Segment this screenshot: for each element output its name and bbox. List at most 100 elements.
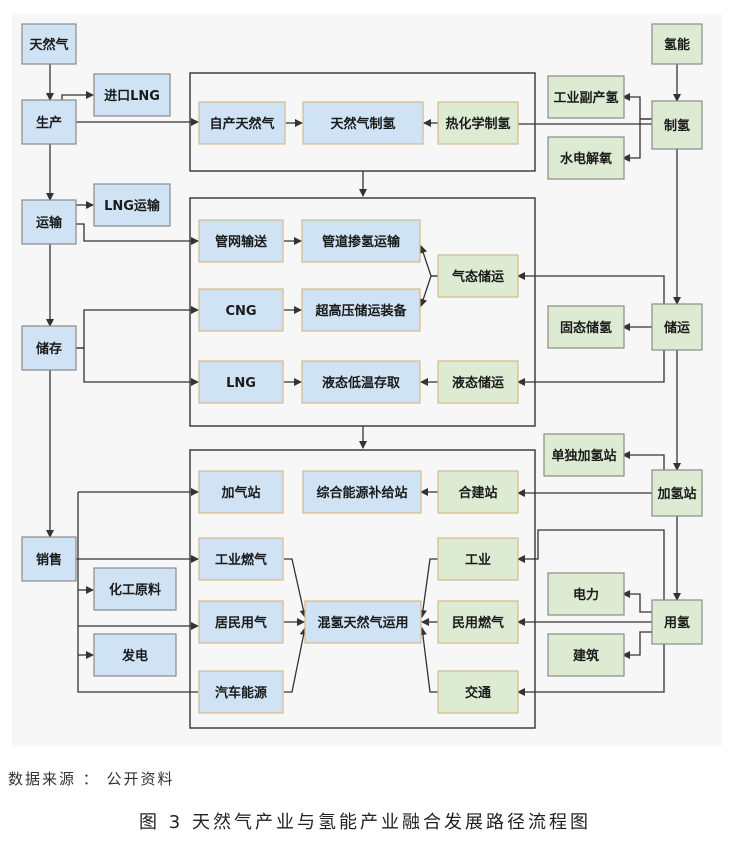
node-pipeline-blend-label: 管道掺氢运输 <box>322 234 401 250</box>
node-lng: LNG <box>198 360 284 404</box>
node-sales-label: 销售 <box>36 552 62 568</box>
node-standalone-station: 单独加氢站 <box>543 433 625 477</box>
edge-vehicle-blended <box>284 627 308 693</box>
node-construction-label: 建筑 <box>573 648 599 664</box>
node-hydrogen-use-label: 用氢 <box>663 615 690 631</box>
node-gas-to-hydrogen-label: 天然气制氢 <box>330 116 395 132</box>
edge-indfuel-blended <box>284 558 308 618</box>
node-production: 生产 <box>21 99 77 145</box>
node-co-built-station-label: 合建站 <box>458 485 497 501</box>
node-industrial-byproduct-h2-label: 工业副产氢 <box>553 90 618 106</box>
node-solid-storage: 固态储氢 <box>547 305 625 349</box>
node-gas-to-hydrogen: 天然气制氢 <box>302 101 424 145</box>
node-pipeline-network-label: 管网输送 <box>215 234 268 250</box>
node-storage: 储存 <box>21 325 77 371</box>
node-chemical-feedstock-label: 化工原料 <box>109 582 161 598</box>
node-industrial-fuel-label: 工业燃气 <box>215 552 267 568</box>
node-ultra-high-pressure: 超高压储运装备 <box>301 288 421 332</box>
node-import-lng-label: 进口LNG <box>104 89 160 104</box>
node-liquid-transport-label: 液态储运 <box>452 375 504 391</box>
node-civil-gas-label: 民用燃气 <box>452 615 504 631</box>
node-solid-storage-label: 固态储氢 <box>560 320 612 336</box>
node-industrial-byproduct-h2: 工业副产氢 <box>547 75 625 119</box>
edge-industry-blended <box>418 558 438 618</box>
node-storage-transport: 储运 <box>651 303 703 351</box>
node-industry: 工业 <box>437 537 519 581</box>
edge-use-traffic <box>517 644 665 696</box>
node-cng: CNG <box>198 288 284 332</box>
edge-use-electricity <box>622 590 652 613</box>
node-import-lng: 进口LNG <box>93 73 171 117</box>
node-electricity-label: 电力 <box>573 587 599 603</box>
flowchart: 天然气 生产 进口LNG 运输 LNG运输 储存 销售 化工原料 发电 氢能 工… <box>21 23 703 729</box>
node-hydrogen-production: 制氢 <box>651 100 703 150</box>
edge-storage-liquid <box>517 350 665 386</box>
node-gas-station-label: 加气站 <box>220 485 260 501</box>
edge-h2prod-electrolysis <box>622 118 652 162</box>
node-industry-label: 工业 <box>465 552 491 568</box>
node-residential-gas-label: 居民用气 <box>215 615 267 631</box>
node-pipeline-network: 管网输送 <box>198 219 284 263</box>
node-transport-label: 运输 <box>36 215 63 231</box>
node-power-generation-label: 发电 <box>121 648 148 664</box>
node-storage-label: 储存 <box>35 341 62 357</box>
node-ultra-high-pressure-label: 超高压储运装备 <box>315 303 407 319</box>
node-natural-gas: 天然气 <box>21 23 77 65</box>
node-water-electrolysis-label: 水电解氧 <box>560 151 612 167</box>
node-lng-transport-label: LNG运输 <box>104 198 161 214</box>
node-liquid-low-temp-label: 液态低温存取 <box>322 375 401 391</box>
edge-storage-lng <box>76 347 199 386</box>
node-gaseous-transport: 气态储运 <box>437 254 519 298</box>
node-residential-gas: 居民用气 <box>198 600 284 644</box>
edge-storage-gaseous <box>517 272 665 304</box>
node-chemical-feedstock: 化工原料 <box>93 567 177 611</box>
node-hydrogen-energy-label: 氢能 <box>664 37 690 53</box>
node-gaseous-transport-label: 气态储运 <box>452 269 504 285</box>
node-cng-label: CNG <box>225 304 256 319</box>
node-thermochemical-h2-label: 热化学制氢 <box>445 116 510 132</box>
node-refueling-station-label: 加氢站 <box>656 486 696 502</box>
node-integrated-supply-label: 综合能源补给站 <box>316 485 407 501</box>
node-electricity: 电力 <box>547 572 625 616</box>
figure-caption: 图 3 天然气产业与氢能产业融合发展路径流程图 <box>139 812 591 833</box>
node-thermochemical-h2: 热化学制氢 <box>437 101 519 145</box>
node-self-produced-gas: 自产天然气 <box>198 101 286 145</box>
node-traffic: 交通 <box>437 670 519 714</box>
edge-traffic-blended <box>418 627 438 693</box>
node-pipeline-blend: 管道掺氢运输 <box>301 219 421 263</box>
edge-production-import <box>61 91 94 100</box>
node-civil-gas: 民用燃气 <box>437 600 519 644</box>
node-co-built-station: 合建站 <box>437 470 519 514</box>
edge-gaseous-uhp <box>419 275 438 307</box>
node-self-produced-gas-label: 自产天然气 <box>209 116 274 132</box>
edge-transport-pipeline <box>76 223 199 245</box>
node-liquid-transport: 液态储运 <box>437 360 519 404</box>
node-transport: 运输 <box>21 199 77 245</box>
node-power-generation: 发电 <box>93 633 177 677</box>
edge-use-construction <box>622 631 652 659</box>
node-blended-gas-use: 混氢天然气运用 <box>304 600 422 644</box>
node-refueling-station: 加氢站 <box>651 469 703 517</box>
node-natural-gas-label: 天然气 <box>29 37 68 53</box>
edge-use-industry <box>517 529 665 600</box>
node-lng-label: LNG <box>226 376 256 391</box>
node-gas-station: 加气站 <box>198 470 284 514</box>
node-hydrogen-use: 用氢 <box>651 599 703 645</box>
node-traffic-label: 交通 <box>465 685 491 701</box>
node-standalone-station-label: 单独加氢站 <box>551 448 616 464</box>
source-note: 数据来源 ： 公开资料 <box>8 770 175 788</box>
node-construction: 建筑 <box>547 633 625 677</box>
node-lng-transport: LNG运输 <box>93 183 171 227</box>
node-hydrogen-production-label: 制氢 <box>664 118 690 134</box>
node-production-label: 生产 <box>36 115 62 131</box>
node-integrated-supply: 综合能源补给站 <box>302 470 422 514</box>
node-storage-transport-label: 储运 <box>663 320 690 336</box>
node-vehicle-energy: 汽车能源 <box>198 670 284 714</box>
node-water-electrolysis: 水电解氧 <box>547 136 625 180</box>
node-industrial-fuel: 工业燃气 <box>198 537 284 581</box>
node-hydrogen-energy: 氢能 <box>651 23 703 65</box>
edge-refuel-standalone <box>622 451 665 470</box>
group-utilization <box>189 449 536 729</box>
node-sales: 销售 <box>21 536 77 582</box>
node-blended-gas-use-label: 混氢天然气运用 <box>317 615 408 631</box>
